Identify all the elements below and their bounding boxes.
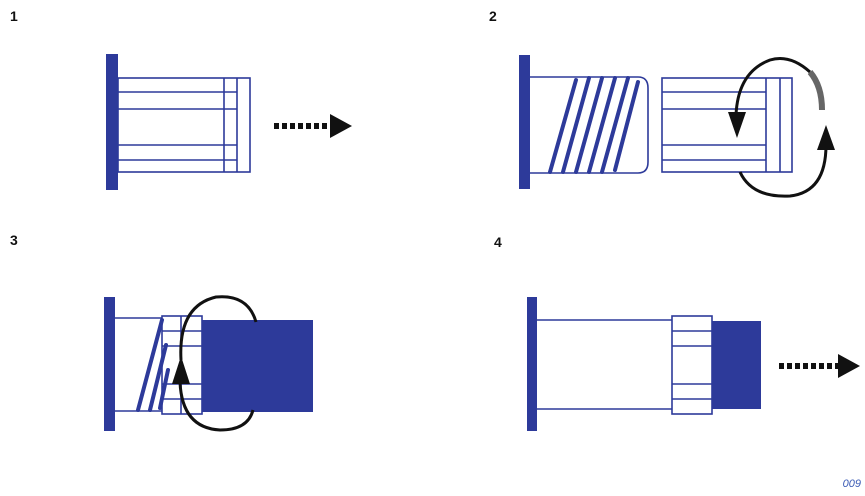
step-number-3: 3 xyxy=(10,232,18,248)
thread-coils xyxy=(136,318,170,412)
cap-block xyxy=(202,320,313,412)
rotate-arrow-icon xyxy=(728,57,835,198)
pull-arrow-icon xyxy=(779,354,860,378)
step-4-illustration xyxy=(527,297,860,431)
step-3-illustration xyxy=(104,295,313,432)
mounting-plate xyxy=(104,297,115,431)
cap-block xyxy=(712,321,761,409)
mounting-plate xyxy=(519,55,530,189)
threaded-body xyxy=(530,76,649,174)
step-number-1: 1 xyxy=(10,8,18,24)
rotate-arrow-icon xyxy=(172,295,258,432)
sleeve-body xyxy=(117,77,251,173)
thread-coils xyxy=(548,76,640,174)
sleeve-part xyxy=(671,315,713,415)
figure-code: 009 xyxy=(842,478,861,490)
sleeve-part xyxy=(661,77,793,173)
step-1-illustration xyxy=(106,54,352,190)
step-number-2: 2 xyxy=(489,8,497,24)
tube-body xyxy=(537,319,672,410)
mounting-plate xyxy=(527,297,537,431)
mounting-plate xyxy=(106,54,118,190)
step-2-illustration xyxy=(519,55,835,198)
step-number-4: 4 xyxy=(494,234,502,250)
pull-arrow-icon xyxy=(274,114,352,138)
